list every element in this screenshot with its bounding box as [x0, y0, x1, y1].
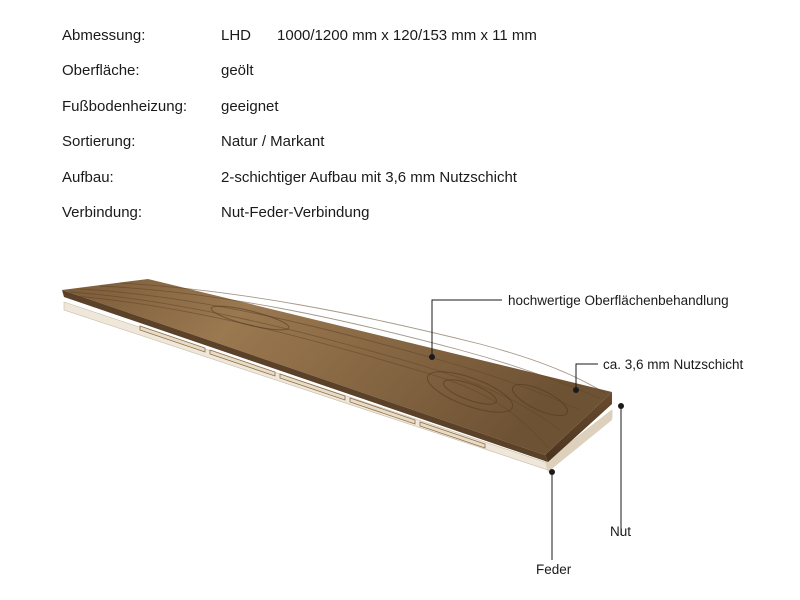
spec-value-text: 1000/1200 mm x 120/153 mm x 11 mm: [277, 27, 537, 44]
callout-wear-layer-label: ca. 3,6 mm Nutzschicht: [603, 357, 744, 372]
spec-label: Verbindung:: [62, 203, 143, 221]
spec-row-dimension: Abmessung: LHD 1000/1200 mm x 120/153 mm …: [62, 26, 762, 61]
spec-value: Nut-Feder-Verbindung: [221, 203, 370, 221]
spec-row-grading: Sortierung: Natur / Markant: [62, 132, 762, 167]
spec-label: Aufbau:: [62, 168, 114, 186]
callout-groove-label: Nut: [610, 524, 631, 539]
backing-slats: [139, 325, 486, 449]
wood-front-edge: [62, 290, 612, 462]
spec-label: Oberfläche:: [62, 62, 140, 80]
spec-value-code: LHD: [221, 27, 252, 44]
spec-row-floor-heating: Fußbodenheizung: geeignet: [62, 97, 762, 132]
spec-label: Abmessung:: [62, 27, 146, 44]
wood-top-surface: [62, 279, 612, 455]
spec-row-structure: Aufbau: 2-schichtiger Aufbau mit 3,6 mm …: [62, 168, 762, 203]
spec-value: LHD 1000/1200 mm x 120/153 mm x 11 mm: [221, 26, 537, 46]
spec-value: Natur / Markant: [221, 133, 325, 151]
callout-surface-label: hochwertige Oberflächenbehandlung: [508, 293, 729, 308]
callout-wear-layer: ca. 3,6 mm Nutzschicht: [573, 357, 744, 393]
callout-tongue: Feder: [536, 469, 572, 577]
callout-groove: Nut: [610, 403, 631, 539]
callout-tongue-label: Feder: [536, 562, 572, 577]
spec-label: Sortierung:: [62, 133, 136, 151]
spec-value: geeignet: [221, 97, 279, 115]
callout-surface: hochwertige Oberflächenbehandlung: [429, 293, 729, 360]
spec-label: Fußbodenheizung:: [62, 97, 188, 115]
specification-list: Abmessung: LHD 1000/1200 mm x 120/153 mm …: [62, 26, 762, 238]
spec-row-connection: Verbindung: Nut-Feder-Verbindung: [62, 203, 762, 238]
spec-row-surface: Oberfläche: geölt: [62, 61, 762, 96]
spec-value: 2-schichtiger Aufbau mit 3,6 mm Nutzschi…: [221, 168, 517, 186]
spec-value: geölt: [221, 62, 254, 80]
